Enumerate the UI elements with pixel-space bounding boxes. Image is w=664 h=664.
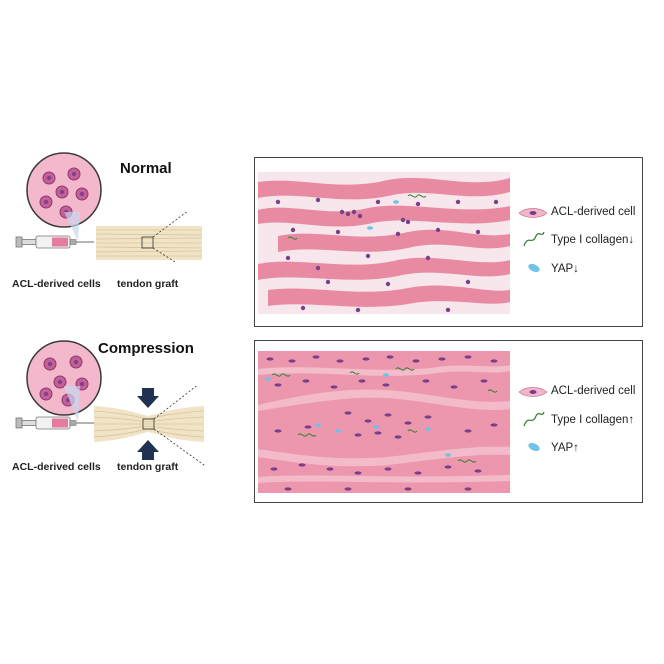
tissue-image-normal [258,172,510,314]
cell-legend-icon [518,387,548,397]
graft-label-normal: tendon graft [117,278,179,290]
syringe-graft-diagram [15,212,203,262]
legend-collagen-normal: Type I collagen↓ [551,234,635,246]
legend-cell-compression: ACL-derived cell [551,385,636,397]
syringe-icon [15,416,94,430]
collagen-legend-icon [523,231,545,247]
collagen-legend-icon [523,411,545,427]
compression-arrow-icon [137,388,159,460]
acl-cells-label-normal: ACL-derived cells [12,278,101,290]
legend-yap-compression: YAP↑ [551,442,579,454]
cell-culture-circle [26,340,102,416]
legend-yap-normal: YAP↓ [551,263,579,275]
yap-legend-icon [528,442,540,452]
legend-cell-normal: ACL-derived cell [551,206,636,218]
syringe-graft-compression-diagram [15,386,207,466]
cell-culture-circle [26,152,102,228]
yap-legend-icon [528,263,540,273]
panel-title-normal: Normal [120,160,172,177]
tissue-image-compression [258,351,510,493]
syringe-icon [15,235,94,249]
tendon-graft-icon [95,226,203,260]
cell-legend-icon [518,208,548,218]
acl-cells-label-compression: ACL-derived cells [12,461,101,473]
panel-title-compression: Compression [98,340,194,357]
graft-label-compression: tendon graft [117,461,179,473]
compressed-graft-icon [93,406,205,442]
legend-collagen-compression: Type I collagen↑ [551,414,635,426]
